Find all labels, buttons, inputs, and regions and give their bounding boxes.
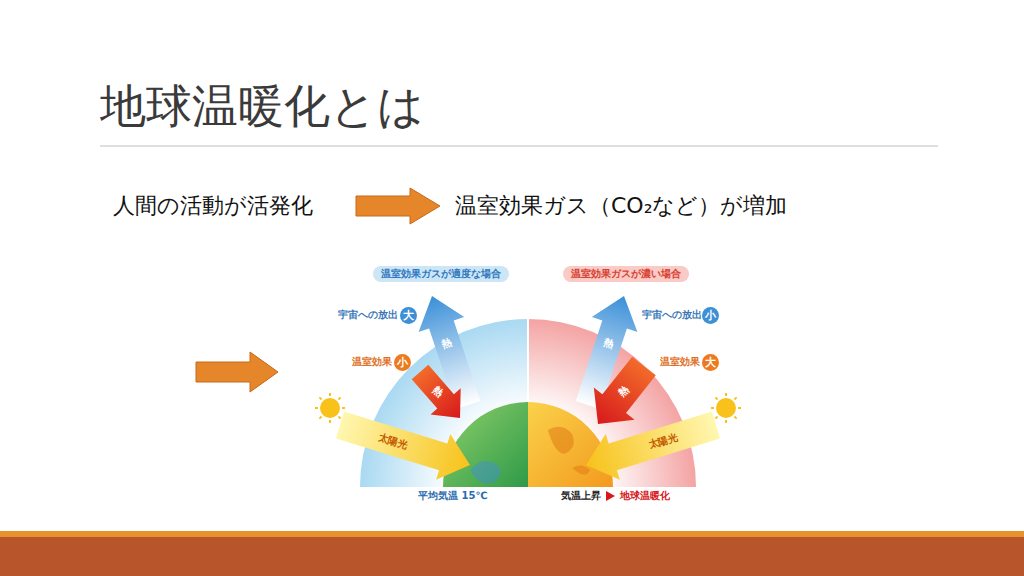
level-badge: 小: [702, 307, 719, 324]
earth-land: [548, 427, 574, 454]
flow-arrow: [196, 352, 278, 392]
earth-land: [572, 465, 590, 474]
side-label: 宇宙への放出: [642, 309, 702, 321]
footer-stripe: [0, 531, 1024, 537]
level-badge: 小: [394, 354, 411, 371]
badge-text: 小: [397, 357, 408, 368]
temperature-text: 平均気温 15℃: [418, 490, 488, 502]
level-badge: 大: [702, 354, 719, 371]
sunlight-arrow: [586, 412, 720, 480]
cause-text: 人間の活動が活発化: [113, 193, 313, 218]
earth-ocean: [470, 461, 501, 483]
sun-icon: [711, 393, 741, 423]
effect-text: 温室効果ガス（CO₂など）が増加: [455, 193, 788, 218]
title-rule: [100, 145, 938, 147]
result-text: 地球温暖化: [620, 490, 670, 502]
side-label: 温室効果: [352, 356, 392, 368]
slide-title: 地球温暖化とは: [100, 80, 424, 133]
badge-text: 小: [705, 310, 716, 321]
pill-text: 温室効果ガスが適度な場合: [381, 269, 501, 279]
level-badge: 大: [400, 307, 417, 324]
sunlight-arrow: [336, 412, 470, 480]
side-label: 温室効果: [660, 356, 700, 368]
badge-text: 大: [403, 310, 414, 321]
condition-pill: 温室効果ガスが適度な場合: [373, 266, 509, 282]
heat-return-arrow: [594, 357, 656, 424]
badge-text: 大: [705, 357, 716, 368]
side-label: 宇宙への放出: [338, 309, 398, 321]
condition-pill: 温室効果ガスが濃い場合: [563, 266, 689, 282]
flow-arrow: [356, 188, 440, 224]
pill-text: 温室効果ガスが濃い場合: [571, 269, 681, 279]
footer-bar: [0, 537, 1024, 576]
heat-return-arrow: [412, 365, 461, 418]
result-marker: [606, 491, 615, 501]
result-text: 気温上昇: [561, 490, 601, 502]
sun-icon: [315, 393, 345, 423]
